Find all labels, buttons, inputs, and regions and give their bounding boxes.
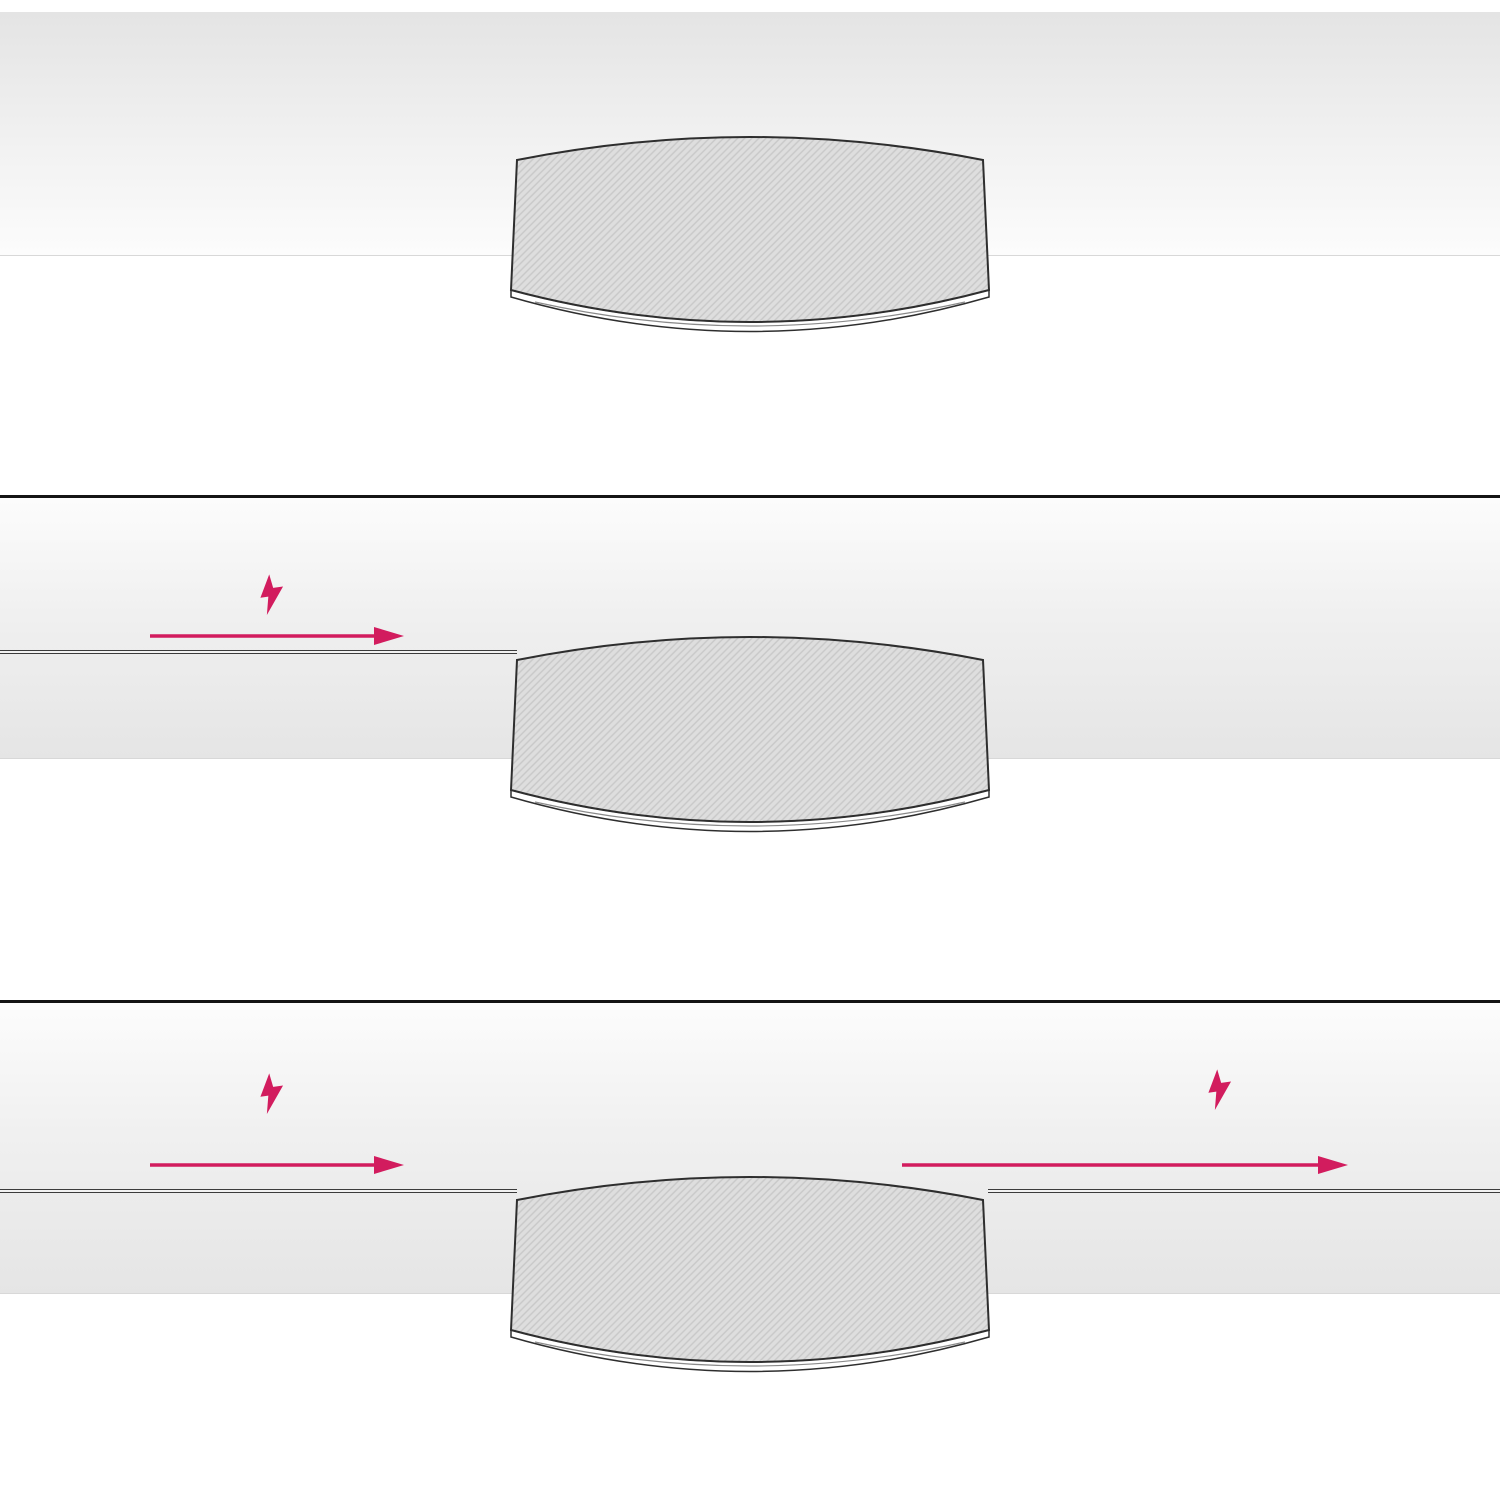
panel-divider [0,495,1500,498]
power-cable-right [988,1189,1500,1193]
current-flow-arrow-right [902,1156,1348,1174]
power-cable-left [0,650,517,654]
panel-divider [0,1000,1500,1003]
shade-diffuser-line [534,301,966,327]
drum-lampshade [509,1176,991,1373]
drum-lampshade [509,636,991,833]
shade-diffuser-line [534,801,966,827]
panel-cable-in-out [0,1003,1500,1500]
arrowhead-icon [1318,1156,1348,1174]
arrowhead-icon [374,1156,404,1174]
power-cable-left [0,1189,517,1193]
shade-diffuser-line [534,1341,966,1367]
panel-shade-only [0,0,1500,495]
shade-body [509,136,991,323]
shade-body [509,1176,991,1363]
current-flow-arrow-left [150,627,404,645]
panel-cable-in [0,498,1500,1000]
lightning-bolt-icon [260,574,284,616]
current-flow-arrow-left [150,1156,404,1174]
shade-body [509,636,991,823]
arrowhead-icon [374,627,404,645]
drum-lampshade [509,136,991,333]
lightning-bolt-icon [1208,1069,1232,1111]
lightning-bolt-icon [260,1073,284,1115]
